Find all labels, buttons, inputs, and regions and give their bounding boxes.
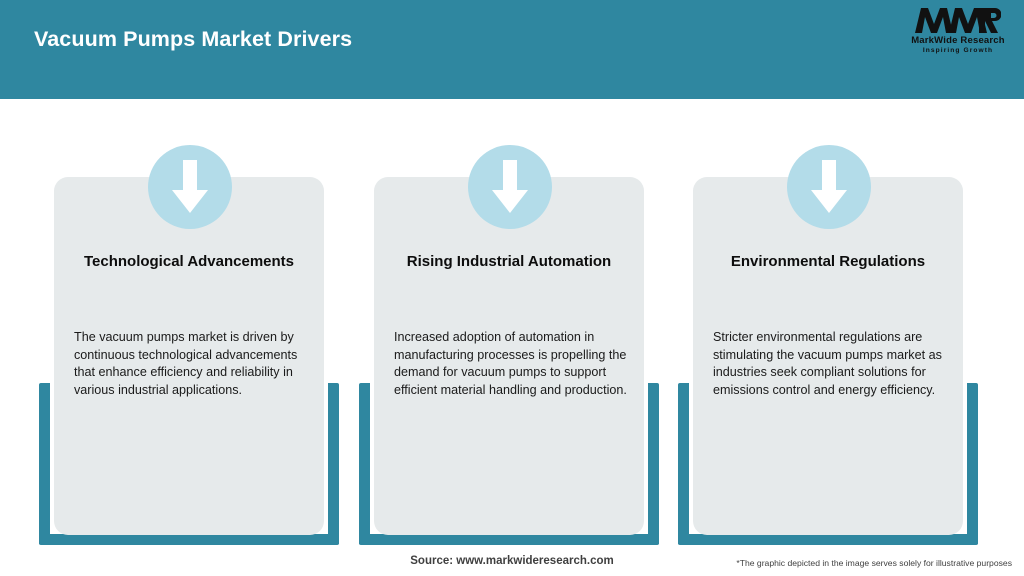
disclaimer-label: *The graphic depicted in the image serve… bbox=[736, 558, 1012, 568]
card-panel: Environmental Regulations Stricter envir… bbox=[693, 177, 963, 535]
card-title: Rising Industrial Automation bbox=[406, 253, 612, 270]
driver-card-2[interactable]: Rising Industrial Automation Increased a… bbox=[359, 99, 659, 546]
logo-tagline: Inspiring Growth bbox=[922, 47, 994, 54]
driver-card-3[interactable]: Environmental Regulations Stricter envir… bbox=[678, 99, 978, 546]
page-title: Vacuum Pumps Market Drivers bbox=[34, 27, 353, 51]
card-panel: Technological Advancements The vacuum pu… bbox=[54, 177, 324, 535]
card-title: Environmental Regulations bbox=[730, 253, 926, 270]
drivers-card-group: Technological Advancements The vacuum pu… bbox=[0, 99, 1024, 546]
source-label: Source: www.markwideresearch.com bbox=[410, 555, 614, 567]
card-panel: Rising Industrial Automation Increased a… bbox=[374, 177, 644, 535]
header-bar: Vacuum Pumps Market Drivers MarkWide Res… bbox=[0, 0, 1024, 99]
card-title: Technological Advancements bbox=[83, 253, 295, 270]
card-body-text: Increased adoption of automation in manu… bbox=[394, 330, 627, 397]
card-accent-frame bbox=[359, 383, 659, 545]
mwr-monogram-icon bbox=[902, 8, 1014, 34]
arrow-down-icon bbox=[468, 145, 552, 229]
brand-logo: MarkWide Research Inspiring Growth bbox=[902, 8, 1014, 60]
card-accent-frame bbox=[39, 383, 339, 545]
logo-company-name: MarkWide Research bbox=[911, 35, 1005, 46]
arrow-down-icon bbox=[148, 145, 232, 229]
card-accent-frame bbox=[678, 383, 978, 545]
card-body-text: Stricter environmental regulations are s… bbox=[713, 330, 942, 397]
driver-card-1[interactable]: Technological Advancements The vacuum pu… bbox=[39, 99, 339, 546]
arrow-down-icon bbox=[787, 145, 871, 229]
card-body-text: The vacuum pumps market is driven by con… bbox=[74, 330, 298, 397]
